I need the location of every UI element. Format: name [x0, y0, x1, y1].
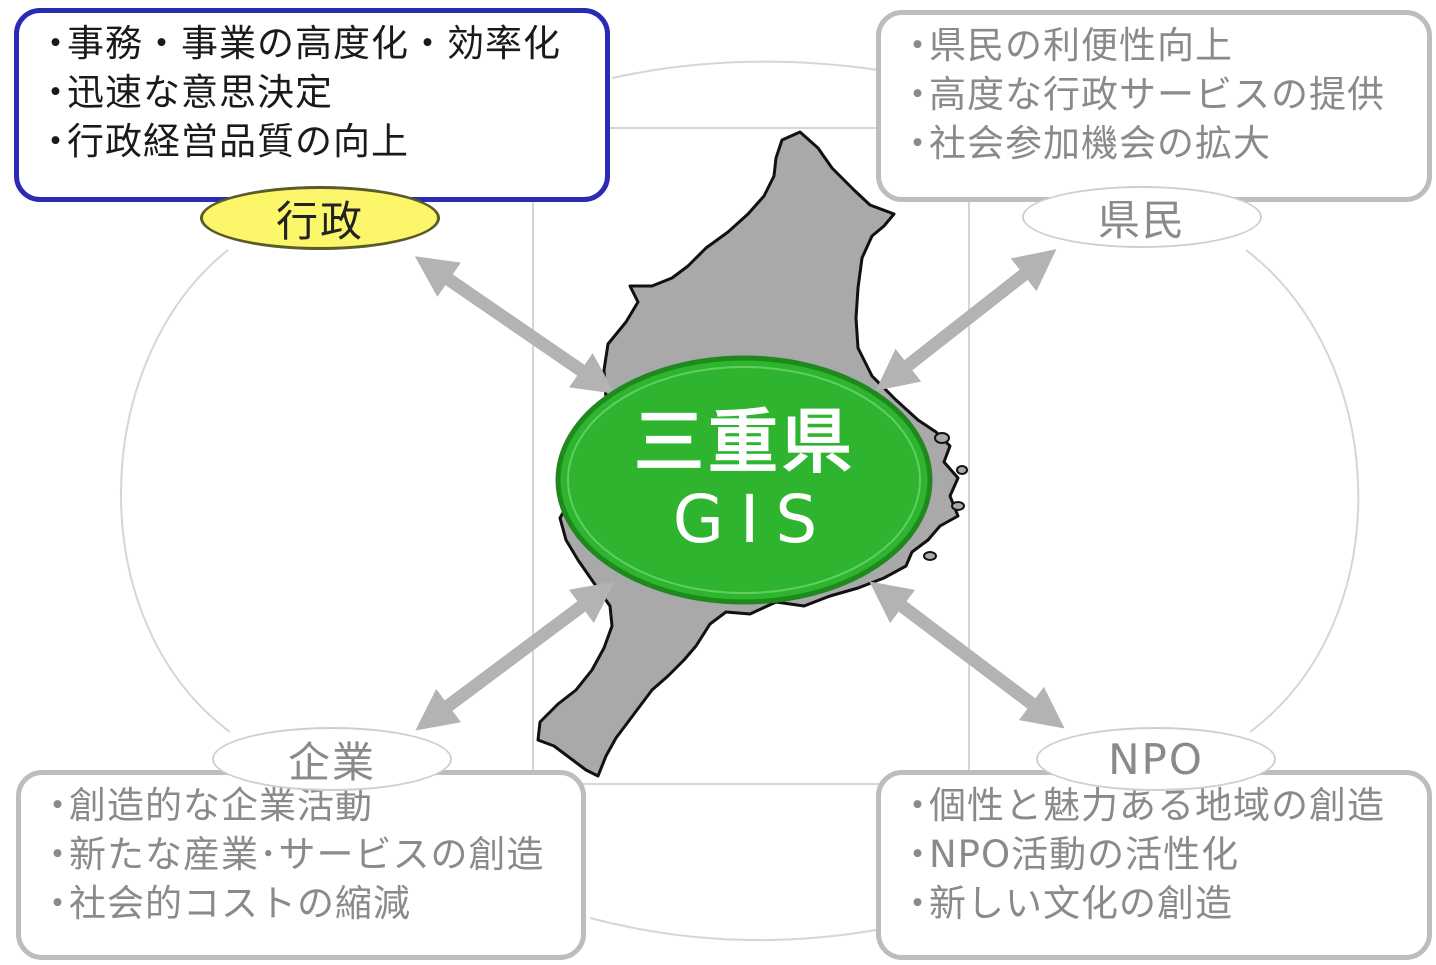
corporations-benefit-item: 社会的コストの縮減 [47, 879, 581, 928]
connector-arrows [414, 249, 1065, 731]
npo-benefit-item: NPO活動の活性化 [907, 830, 1427, 879]
citizens-benefit-item: 社会参加機会の拡大 [907, 119, 1427, 168]
admin-benefits-list: 事務・事業の高度化・効率化 迅速な意思決定 行政経営品質の向上 [45, 19, 605, 166]
npo-benefit-item: 個性と魅力ある地域の創造 [907, 781, 1427, 830]
npo-benefits-list: 個性と魅力ある地域の創造 NPO活動の活性化 新しい文化の創造 [907, 781, 1427, 928]
corporations-label: 企業 [212, 727, 452, 791]
background-loop [120, 60, 1360, 942]
admin-benefit-item: 事務・事業の高度化・効率化 [45, 19, 605, 68]
center-label: 三重県 GIS [562, 360, 928, 600]
admin-label: 行政 [200, 186, 440, 250]
corporations-benefits-list: 創造的な企業活動 新たな産業･サービスの創造 社会的コストの縮減 [47, 781, 581, 928]
arrow-npo [869, 581, 1065, 729]
citizens-benefit-item: 高度な行政サービスの提供 [907, 70, 1427, 119]
npo-benefit-item: 新しい文化の創造 [907, 879, 1427, 928]
citizens-label: 県民 [1022, 186, 1262, 248]
admin-benefits-box: 事務・事業の高度化・効率化 迅速な意思決定 行政経営品質の向上 [14, 8, 610, 202]
npo-benefits-box: 個性と魅力ある地域の創造 NPO活動の活性化 新しい文化の創造 [876, 770, 1432, 960]
corporations-benefit-item: 新たな産業･サービスの創造 [47, 830, 581, 879]
arrow-admin [414, 256, 616, 394]
center-ellipse [555, 355, 933, 605]
center-title: 三重県 [634, 401, 856, 483]
corporations-benefits-box: 創造的な企業活動 新たな産業･サービスの創造 社会的コストの縮減 [16, 770, 586, 960]
admin-benefit-item: 行政経営品質の向上 [45, 117, 605, 166]
citizens-benefits-box: 県民の利便性向上 高度な行政サービスの提供 社会参加機会の拡大 [876, 10, 1432, 202]
citizens-benefit-item: 県民の利便性向上 [907, 21, 1427, 70]
center-subtitle: GIS [672, 481, 834, 558]
arrow-corporations [415, 581, 615, 731]
arrow-citizens [875, 249, 1057, 391]
citizens-benefits-list: 県民の利便性向上 高度な行政サービスの提供 社会参加機会の拡大 [907, 21, 1427, 168]
coast-islets [923, 432, 968, 561]
center-ellipse-inner-ring [567, 366, 921, 594]
corporations-benefit-item: 創造的な企業活動 [47, 781, 581, 830]
admin-benefit-item: 迅速な意思決定 [45, 68, 605, 117]
npo-label: NPO [1036, 727, 1276, 791]
